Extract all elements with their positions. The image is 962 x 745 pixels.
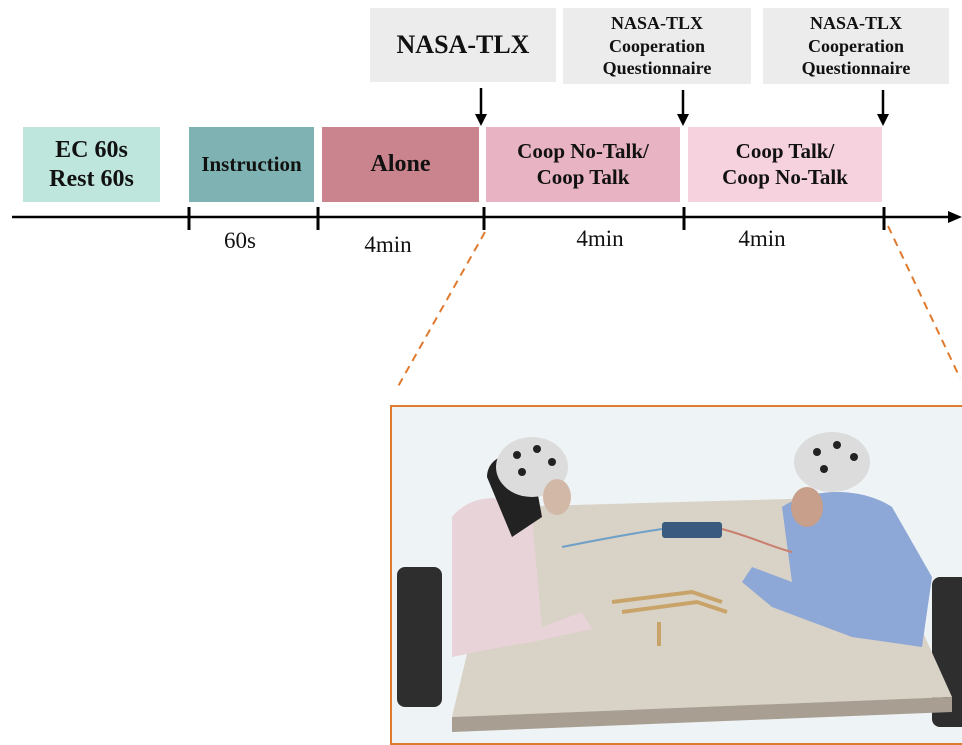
phase-box-instruction: Instruction bbox=[189, 127, 314, 202]
questionnaire-box-1: NASA-TLX bbox=[370, 8, 556, 82]
phase-box-coop-1: Coop No-Talk/ Coop Talk bbox=[486, 127, 680, 202]
questionnaire-box-3: NASA-TLX Cooperation Questionnaire bbox=[763, 8, 949, 84]
phase-box-alone: Alone bbox=[322, 127, 479, 202]
zoom-dashed-right bbox=[887, 225, 961, 379]
duration-label-instruction: 60s bbox=[224, 228, 256, 253]
timeline-arrowhead bbox=[948, 211, 962, 223]
duration-label-alone: 4min bbox=[364, 232, 412, 257]
phase-box-coop-2: Coop Talk/ Coop No-Talk bbox=[688, 127, 882, 202]
duration-label-coop-1: 4min bbox=[576, 226, 624, 251]
experiment-photo bbox=[390, 405, 962, 745]
questionnaire-box-2: NASA-TLX Cooperation Questionnaire bbox=[563, 8, 751, 84]
experiment-photo-illustration bbox=[392, 407, 962, 743]
zoom-dashed-left bbox=[395, 231, 486, 391]
duration-label-coop-2: 4min bbox=[738, 226, 786, 251]
phase-box-ec-rest: EC 60s Rest 60s bbox=[23, 127, 160, 202]
